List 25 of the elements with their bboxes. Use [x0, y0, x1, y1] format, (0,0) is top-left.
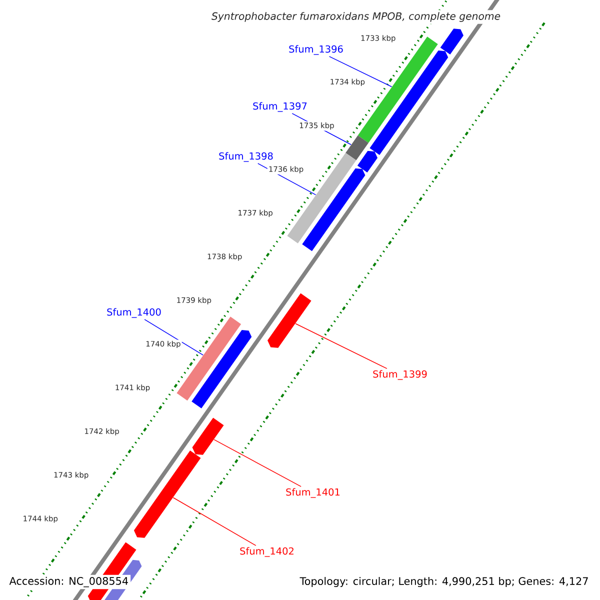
- gene-label: Sfum_1402: [240, 547, 294, 557]
- gene-label: Sfum_1396: [289, 45, 343, 55]
- gene-feature: [287, 152, 356, 244]
- gene-label: Sfum_1397: [253, 102, 307, 112]
- gene-feature: [302, 168, 366, 252]
- accession-text: Accession: NC_008554: [7, 574, 131, 590]
- leader-line: [295, 323, 388, 369]
- gene-feature: [440, 28, 464, 55]
- gene-feature: [134, 450, 201, 538]
- leader-line: [144, 319, 204, 356]
- gene-feature: [192, 330, 252, 408]
- genome-info-text: Topology: circular; Length: 4,990,251 bp; Genes: 4,127: [298, 574, 591, 590]
- gene-feature: [357, 150, 378, 172]
- gene-label: Sfum_1400: [107, 308, 161, 318]
- gene-feature: [370, 50, 448, 155]
- gene-label: Sfum_1398: [219, 152, 273, 162]
- leader-line: [328, 56, 392, 88]
- title: Syntrophobacter fumaroxidans MPOB, complete genome: [209, 10, 503, 24]
- gene-feature: [268, 293, 312, 348]
- gene-feature: [346, 135, 368, 160]
- leader-line: [214, 439, 302, 487]
- gene-feature: [192, 418, 224, 455]
- leader-line: [172, 497, 256, 546]
- gene-label: Sfum_1399: [373, 370, 427, 380]
- gene-label: Sfum_1401: [286, 488, 340, 498]
